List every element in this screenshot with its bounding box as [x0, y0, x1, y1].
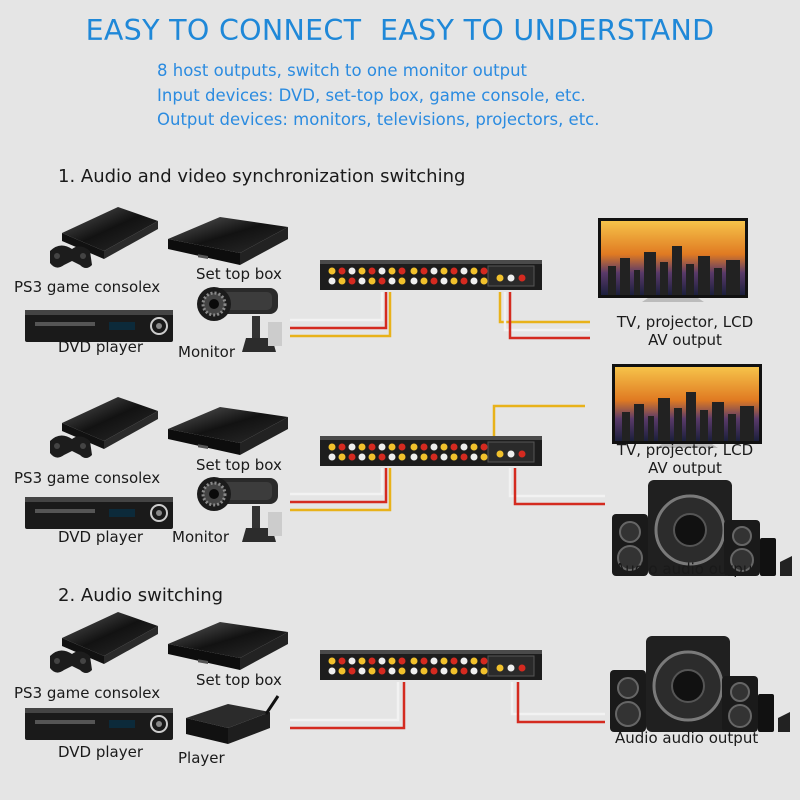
label-ps3: PS3 game consolex [14, 278, 161, 296]
label-tv-line-2: AV output [648, 459, 722, 477]
media-player-icon [186, 695, 280, 744]
label-player: Player [178, 749, 225, 767]
diagram-2-cables [290, 404, 605, 512]
label-tv-line-2: AV output [648, 331, 722, 349]
label-set-top-box: Set top box [196, 671, 282, 689]
label-monitor: Monitor [172, 528, 230, 546]
label-dvd-player: DVD player [58, 528, 144, 546]
section-title-av: 1. Audio and video synchronization switc… [58, 166, 466, 187]
diagram-3-devices [24, 612, 792, 744]
section-title-audio: 2. Audio switching [58, 585, 224, 606]
label-tv-line-1: TV, projector, LCD [616, 313, 754, 331]
label-ps3: PS3 game consolex [14, 469, 161, 487]
label-tv-output: TV, projector, LCD AV output [600, 313, 770, 349]
label-audio-output: Audio audio output [615, 729, 759, 747]
intro-line-3: Output devices: monitors, televisions, p… [157, 110, 600, 129]
intro-line-1: 8 host outputs, switch to one monitor ou… [157, 61, 528, 80]
label-dvd-player: DVD player [58, 743, 144, 761]
diagram-1-cables [290, 292, 590, 340]
headline: EASY TO CONNECT EASY TO UNDERSTAND [85, 14, 715, 47]
label-audio-output: Audio audio output [615, 560, 759, 578]
label-set-top-box: Set top box [196, 456, 282, 474]
label-tv-output: TV, projector, LCD AV output [600, 441, 770, 477]
label-ps3: PS3 game consolex [14, 684, 161, 702]
label-tv-line-1: TV, projector, LCD [616, 441, 754, 459]
label-dvd-player: DVD player [58, 338, 144, 356]
label-monitor: Monitor [178, 343, 236, 361]
label-set-top-box: Set top box [196, 265, 282, 283]
intro-line-2: Input devices: DVD, set-top box, game co… [157, 86, 586, 105]
diagram-3-cables [290, 682, 605, 730]
